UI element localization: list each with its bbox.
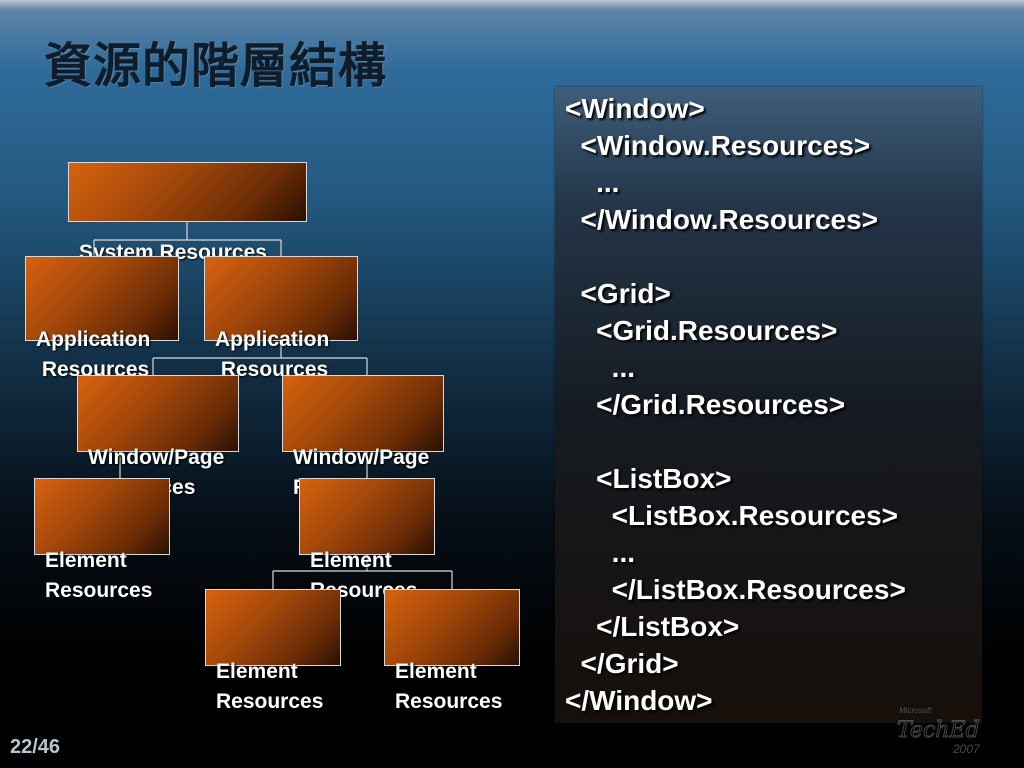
code-line: <Window.Resources> bbox=[565, 130, 871, 161]
code-line: <Grid.Resources> bbox=[565, 315, 838, 346]
node-system-resources: System Resources bbox=[68, 162, 307, 264]
code-line: <Window> bbox=[565, 93, 705, 124]
node-application-resources-left: Application Resources bbox=[25, 256, 179, 381]
code-line: </Window.Resources> bbox=[565, 204, 879, 235]
node-application-resources-right: Application Resources bbox=[204, 256, 358, 381]
node-label: Element Resources bbox=[216, 660, 324, 713]
code-line: </Window> bbox=[565, 685, 713, 716]
code-line: </Grid.Resources> bbox=[565, 389, 846, 420]
code-line: ... bbox=[565, 537, 636, 568]
slide-title: 資源的階層結構 bbox=[44, 38, 388, 94]
logo-brand: Microsoft bbox=[899, 706, 932, 715]
page-number: 22/46 bbox=[10, 736, 61, 758]
code-line: </ListBox.Resources> bbox=[565, 574, 906, 605]
xaml-code-panel: <Window> <Window.Resources> ... </Window… bbox=[555, 87, 982, 723]
node-label: Element Resources bbox=[45, 549, 153, 602]
code-line: </ListBox> bbox=[565, 611, 740, 642]
code-line: ... bbox=[565, 167, 620, 198]
node-element-resources-bottom-right: Element Resources bbox=[384, 589, 520, 713]
node-element-resources-bottom-left: Element Resources bbox=[205, 589, 341, 713]
node-window-page-resources-right: Window/Page Resources bbox=[282, 375, 444, 499]
code-line: <Grid> bbox=[565, 278, 671, 309]
logo-product: TechEd bbox=[897, 718, 980, 743]
code-line: ... bbox=[565, 352, 636, 383]
node-label: Element Resources bbox=[395, 660, 503, 713]
node-window-page-resources-left: Window/Page Resources bbox=[77, 375, 239, 499]
node-element-resources-left: Element Resources bbox=[34, 478, 170, 602]
teched-logo: Microsoft TechEd 2007 bbox=[897, 706, 981, 756]
code-line: </Grid> bbox=[565, 648, 679, 679]
code-line: <ListBox.Resources> bbox=[565, 500, 899, 531]
node-element-resources-mid: Element Resources bbox=[299, 478, 435, 602]
logo-year: 2007 bbox=[952, 742, 981, 756]
code-line: <ListBox> bbox=[565, 463, 732, 494]
